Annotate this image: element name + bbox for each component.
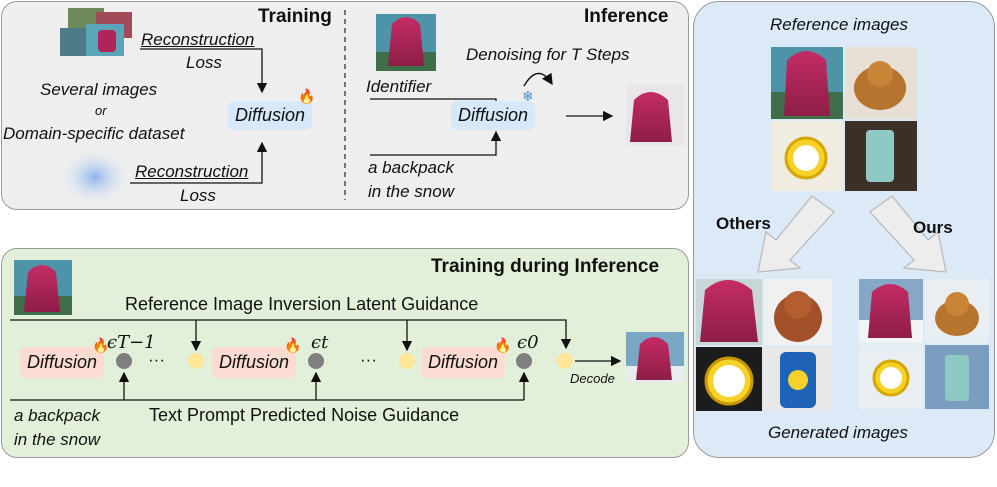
loss-bottom-label: Loss <box>180 186 216 205</box>
inference-diffusion-block: Diffusion <box>451 101 536 130</box>
others-arrow <box>757 195 835 273</box>
fire-icon: 🔥 <box>92 337 110 353</box>
tdi-diffusion-block-2: Diffusion <box>212 347 297 378</box>
several-images-thumbnail <box>60 8 132 56</box>
inference-title: Inference <box>584 6 669 27</box>
tdi-output-thumbnail <box>626 332 684 382</box>
reconstruction-top-label: Reconstruction <box>141 30 255 49</box>
ours-arrow <box>869 195 947 273</box>
noise-node-t-1 <box>116 353 132 369</box>
domain-dataset-label: Domain-specific dataset <box>3 124 185 143</box>
identifier-label: Identifier <box>366 77 432 96</box>
guidance-node-final <box>557 353 573 369</box>
fire-icon: 🔥 <box>298 88 316 104</box>
inference-prompt-line2: in the snow <box>368 182 454 201</box>
reference-images-title: Reference images <box>770 15 908 34</box>
tdi-diffusion-block-3: Diffusion <box>421 347 506 378</box>
training-title: Training <box>258 6 332 27</box>
reconstruction-bottom-label: Reconstruction <box>135 162 249 181</box>
generated-images-title: Generated images <box>768 423 908 442</box>
fire-icon: 🔥 <box>284 337 302 353</box>
reference-image-grid <box>771 47 917 191</box>
guidance-node-2 <box>399 353 415 369</box>
others-label: Others <box>716 214 771 233</box>
generated-images-ours <box>859 279 989 409</box>
epsilon-t-minus-1-label: ϵT−1 <box>107 332 156 353</box>
several-images-label: Several images <box>40 80 158 99</box>
epsilon-t-label: ϵt <box>311 332 329 353</box>
epsilon-0-label: ϵ0 <box>517 332 539 353</box>
ours-label: Ours <box>913 218 953 237</box>
training-during-inference-panel <box>1 248 689 458</box>
noise-node-0 <box>516 353 532 369</box>
training-diffusion-block: Diffusion <box>228 101 313 130</box>
noise-guidance-label: Text Prompt Predicted Noise Guidance <box>149 405 460 425</box>
fire-icon: 🔥 <box>494 337 512 353</box>
ellipsis-1: ··· <box>148 350 165 369</box>
tdi-reference-thumbnail <box>14 260 72 315</box>
tdi-diffusion-block-1: Diffusion <box>20 347 105 378</box>
guidance-node-1 <box>188 353 204 369</box>
snowflake-icon: ❄ <box>522 88 534 104</box>
domain-dataset-blur <box>61 149 129 205</box>
or-label: or <box>95 103 107 118</box>
decode-label: Decode <box>570 371 615 386</box>
inference-prompt-line1: a backpack <box>368 158 454 177</box>
tdi-title: Training during Inference <box>431 256 660 277</box>
tdi-prompt-line2: in the snow <box>14 430 100 449</box>
inference-output-thumbnail <box>626 84 684 146</box>
ellipsis-2: ··· <box>360 350 377 369</box>
latent-guidance-label: Reference Image Inversion Latent Guidanc… <box>125 294 479 314</box>
tdi-prompt-line1: a backpack <box>14 406 100 425</box>
denoising-label: Denoising for T Steps <box>466 45 630 64</box>
noise-node-t <box>308 353 324 369</box>
loss-top-label: Loss <box>186 53 222 72</box>
inference-backpack-thumbnail <box>376 14 436 71</box>
generated-images-others <box>696 279 832 411</box>
